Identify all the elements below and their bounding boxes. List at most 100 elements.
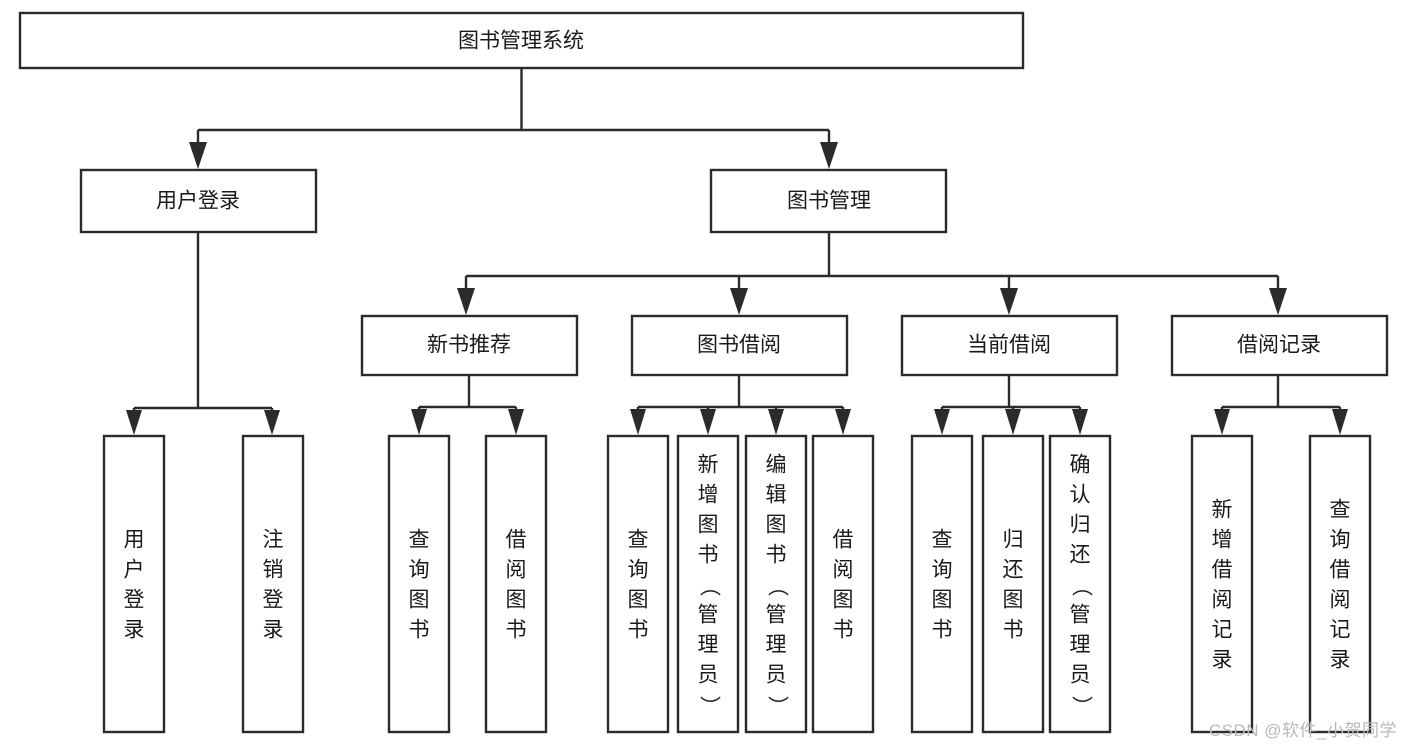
- node-leaf-add-book-label-char: 图: [698, 514, 719, 537]
- arrowhead-leaf-borrow-books-2: [835, 409, 851, 435]
- node-leaf-edit-book-label-char: 员: [766, 664, 787, 687]
- node-borrow-records[interactable]: 借阅记录: [1170, 314, 1389, 377]
- node-leaf-confirm-return-label-char: 理: [1070, 634, 1091, 657]
- node-leaf-user-login[interactable]: 用户登录用户登录: [102, 434, 166, 734]
- node-leaf-add-book-label-char: 管: [698, 604, 719, 627]
- node-leaf-user-login-label-char: 户: [124, 559, 145, 582]
- node-leaf-add-book-label-char: 新: [698, 454, 719, 477]
- node-leaf-user-login-label-char: 登: [124, 589, 145, 612]
- node-leaf-add-record-box[interactable]: [1190, 434, 1254, 734]
- node-leaf-query-books-3-label-char: 查: [932, 529, 953, 552]
- node-leaf-edit-book-box[interactable]: [744, 434, 808, 734]
- node-leaf-borrow-books-1-box[interactable]: [484, 434, 548, 734]
- node-leaf-add-record-label-char: 记: [1212, 619, 1233, 642]
- node-leaf-borrow-books-2[interactable]: 借阅图书借阅图书: [811, 434, 875, 734]
- node-leaf-query-record-label-char: 询: [1330, 529, 1351, 552]
- node-leaf-borrow-books-1[interactable]: 借阅图书借阅图书: [484, 434, 548, 734]
- node-user-login-box[interactable]: [79, 168, 318, 234]
- node-user-login[interactable]: 用户登录: [79, 168, 318, 234]
- node-leaf-query-books-1-label-char: 图: [409, 589, 430, 612]
- arrowhead-borrow: [730, 288, 748, 315]
- node-leaf-add-record-label-char: 录: [1212, 649, 1233, 672]
- arrowhead-leaf-confirm-return: [1072, 409, 1088, 435]
- arrowhead-leaf-query-books-1: [411, 409, 427, 435]
- node-new-books-label: 新书推荐: [427, 334, 511, 357]
- node-leaf-logout-label-char: 销: [263, 559, 284, 582]
- node-leaf-add-book-label-char: 员: [698, 664, 719, 687]
- node-leaf-confirm-return-label-char: ）: [1069, 696, 1092, 717]
- arrowhead-leaf-query-books-2: [630, 409, 646, 435]
- node-leaf-borrow-books-1-label-char: 借: [506, 529, 527, 552]
- node-root[interactable]: 图书管理系统: [18, 11, 1025, 70]
- node-leaf-logout[interactable]: 注销登录注销登录: [241, 434, 305, 734]
- node-leaf-edit-book-label-char: 书: [766, 544, 787, 567]
- node-leaf-return-book-box[interactable]: [981, 434, 1045, 734]
- node-leaf-confirm-return-label-char: 员: [1070, 664, 1091, 687]
- node-leaf-borrow-books-2-label-char: 借: [833, 529, 854, 552]
- node-leaf-add-book-label-char: （: [697, 576, 720, 597]
- node-leaf-edit-book-label-char: 管: [766, 604, 787, 627]
- node-leaf-query-books-3-box[interactable]: [910, 434, 974, 734]
- node-leaf-add-record[interactable]: 新增借阅记录新增借阅记录: [1190, 434, 1254, 734]
- arrowhead-user-login: [189, 142, 207, 169]
- node-current-borrow-label: 当前借阅: [967, 334, 1051, 357]
- node-leaf-query-books-2[interactable]: 查询图书查询图书: [606, 434, 670, 734]
- arrowhead-leaf-logout: [264, 410, 280, 435]
- arrowhead-leaf-return-book: [1005, 409, 1021, 435]
- node-leaf-query-books-2-box[interactable]: [606, 434, 670, 734]
- node-book-manage[interactable]: 图书管理: [709, 168, 948, 234]
- node-leaf-query-books-1-label-char: 书: [409, 619, 430, 642]
- node-leaf-query-books-1-label-char: 询: [409, 559, 430, 582]
- node-leaf-confirm-return-label-char: （: [1069, 576, 1092, 597]
- node-leaf-query-books-1-label-char: 查: [409, 529, 430, 552]
- arrowhead-leaf-add-book: [700, 409, 716, 435]
- node-leaf-return-book[interactable]: 归还图书归还图书: [981, 434, 1045, 734]
- node-leaf-borrow-books-2-label-char: 书: [833, 619, 854, 642]
- node-leaf-borrow-books-2-box[interactable]: [811, 434, 875, 734]
- node-leaf-confirm-return-label-char: 管: [1070, 604, 1091, 627]
- node-leaf-query-books-3[interactable]: 查询图书查询图书: [910, 434, 974, 734]
- node-borrow-records-box[interactable]: [1170, 314, 1389, 377]
- node-root-box[interactable]: [18, 11, 1025, 70]
- node-borrow-label: 图书借阅: [697, 334, 781, 357]
- arrowhead-leaf-query-record: [1332, 409, 1348, 435]
- node-leaf-confirm-return-box[interactable]: [1048, 434, 1112, 734]
- arrowhead-book-manage: [820, 142, 838, 169]
- node-book-manage-box[interactable]: [709, 168, 948, 234]
- node-leaf-query-books-1[interactable]: 查询图书查询图书: [387, 434, 451, 734]
- arrowhead-leaf-add-record: [1214, 409, 1230, 435]
- node-new-books-box[interactable]: [360, 314, 579, 377]
- node-leaf-logout-box[interactable]: [241, 434, 305, 734]
- node-leaf-return-book-label-char: 归: [1003, 529, 1024, 552]
- node-leaf-user-login-label-char: 录: [124, 619, 145, 642]
- node-leaf-confirm-return-label-char: 归: [1070, 514, 1091, 537]
- node-leaf-query-record[interactable]: 查询借阅记录查询借阅记录: [1308, 434, 1372, 734]
- node-leaf-query-books-1-box[interactable]: [387, 434, 451, 734]
- node-leaf-query-record-label-char: 记: [1330, 619, 1351, 642]
- node-leaf-confirm-return-label-char: 确: [1070, 454, 1091, 477]
- node-leaf-query-books-2-label-char: 查: [628, 529, 649, 552]
- node-leaf-borrow-books-2-label-char: 阅: [833, 559, 854, 582]
- node-root-label: 图书管理系统: [458, 30, 584, 53]
- arrowhead-leaf-query-books-3: [934, 409, 950, 435]
- node-leaf-query-record-box[interactable]: [1308, 434, 1372, 734]
- node-leaf-query-books-3-label-char: 图: [932, 589, 953, 612]
- arrowhead-records: [1269, 288, 1287, 315]
- node-leaf-add-book-box[interactable]: [676, 434, 740, 734]
- node-borrow[interactable]: 图书借阅: [630, 314, 849, 377]
- node-borrow-records-label: 借阅记录: [1237, 334, 1321, 357]
- node-leaf-query-books-2-label-char: 图: [628, 589, 649, 612]
- node-current-borrow-box[interactable]: [900, 314, 1119, 377]
- node-leaf-edit-book-label-char: 图: [766, 514, 787, 537]
- node-borrow-box[interactable]: [630, 314, 849, 377]
- node-current-borrow[interactable]: 当前借阅: [900, 314, 1119, 377]
- node-leaf-query-books-2-label-char: 询: [628, 559, 649, 582]
- node-leaf-user-login-box[interactable]: [102, 434, 166, 734]
- node-leaf-logout-label-char: 登: [263, 589, 284, 612]
- node-new-books[interactable]: 新书推荐: [360, 314, 579, 377]
- arrowhead-leaf-user-login: [126, 410, 142, 435]
